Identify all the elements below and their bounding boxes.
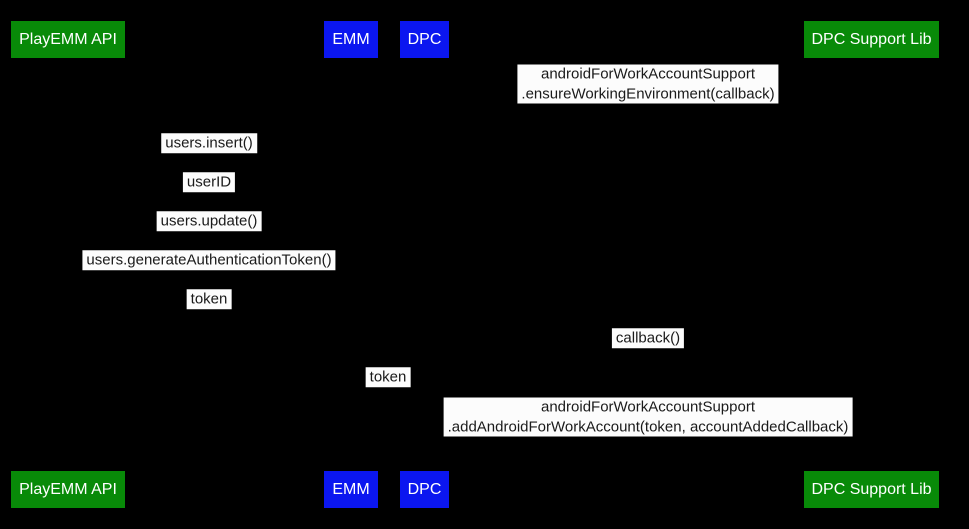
message-user-id: userID <box>182 172 236 192</box>
message-line: users.generateAuthenticationToken() <box>86 251 332 269</box>
actor-dpc-bottom: DPC <box>400 471 449 508</box>
actor-dpc-top: DPC <box>400 21 449 58</box>
message-line: token <box>190 290 228 308</box>
message-users-insert: users.insert() <box>161 133 257 153</box>
actor-playemm-api-bottom: PlayEMM API <box>11 471 125 508</box>
message-line: androidForWorkAccountSupport <box>540 65 755 83</box>
message-line: userID <box>186 173 232 191</box>
message-token-to-dpc: token <box>365 367 411 387</box>
message-line: .ensureWorkingEnvironment(callback) <box>521 85 775 102</box>
message-line: .addAndroidForWorkAccount(token, account… <box>447 418 849 435</box>
message-line: token <box>369 368 407 386</box>
message-line: androidForWorkAccountSupport <box>541 398 755 416</box>
message-users-generate-authentication-token: users.generateAuthenticationToken() <box>82 250 336 270</box>
actor-dpc-support-lib-top: DPC Support Lib <box>804 21 939 58</box>
actor-dpc-support-lib-bottom: DPC Support Lib <box>804 471 939 508</box>
message-callback: callback() <box>611 328 685 348</box>
message-line: callback() <box>615 329 681 347</box>
message-token-to-playemm: token <box>186 289 232 309</box>
actor-emm-top: EMM <box>324 21 378 58</box>
message-users-update: users.update() <box>156 211 262 231</box>
actor-emm-bottom: EMM <box>324 471 378 508</box>
message-line: users.update() <box>160 212 258 230</box>
message-ensure-working-environment: androidForWorkAccountSupport .ensureWorki… <box>517 64 779 104</box>
message-add-android-for-work-account: androidForWorkAccountSupport .addAndroidF… <box>443 397 853 437</box>
message-line: users.insert() <box>165 134 253 152</box>
actor-playemm-api-top: PlayEMM API <box>11 21 125 58</box>
